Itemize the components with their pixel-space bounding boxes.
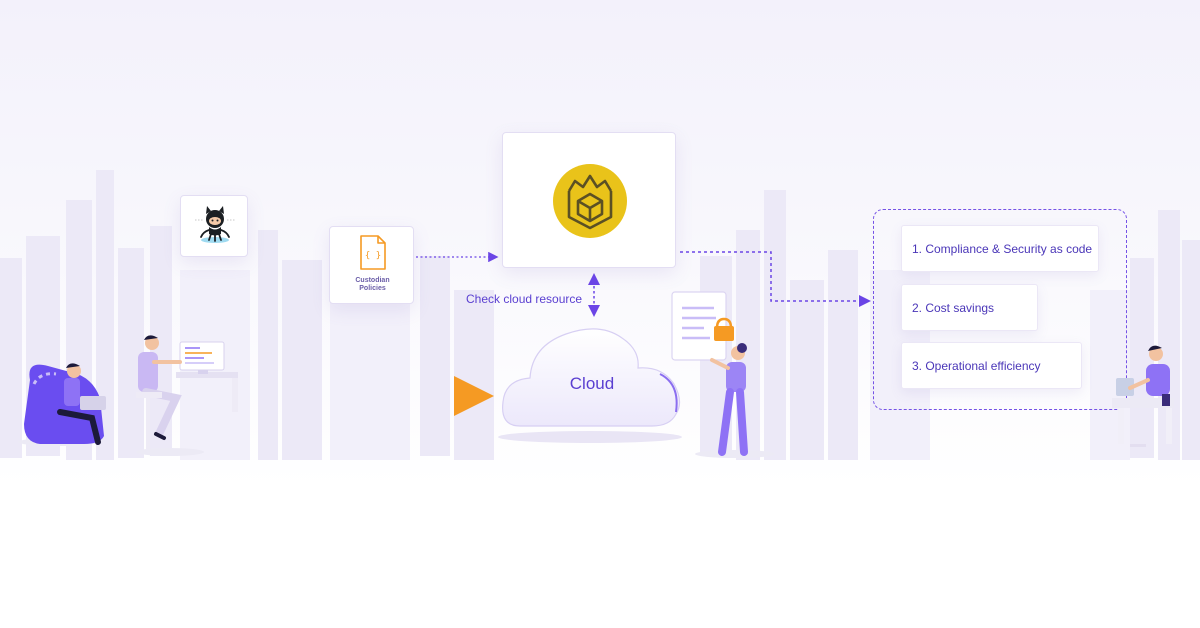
github-octocat-icon [195, 206, 235, 243]
cloud-custodian-card [502, 132, 676, 268]
github-repo-card [180, 195, 248, 257]
policies-label-line1: Custodian [355, 277, 390, 284]
json-file-icon: { } [360, 235, 386, 270]
check-cloud-resource-label: Check cloud resource [466, 292, 583, 306]
result-operational-efficiency: 3. Operational efficiency [901, 342, 1082, 389]
cloud-custodian-logo-icon [553, 164, 627, 238]
custodian-policies-card: { } Custodian Policies [329, 226, 414, 304]
result-cost-savings: 2. Cost savings [901, 284, 1038, 331]
city-skyline [0, 170, 1200, 460]
svg-text:{ }: { } [365, 251, 381, 261]
result-compliance-security: 1. Compliance & Security as code [901, 225, 1099, 272]
policies-label-line2: Policies [359, 285, 386, 292]
policies-label: Custodian Policies [330, 277, 415, 293]
cloud-label: Cloud [569, 374, 615, 393]
results-box [873, 209, 1127, 410]
